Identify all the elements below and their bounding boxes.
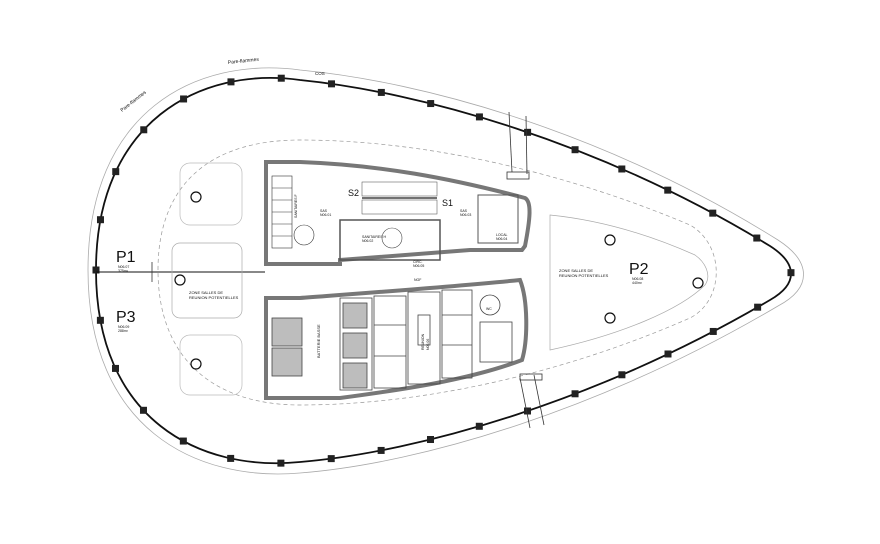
facade-column <box>618 371 626 379</box>
facade-column <box>277 459 285 467</box>
facade-column <box>524 128 532 136</box>
facade-column <box>618 165 626 173</box>
facade-columns <box>92 74 795 467</box>
meeting-zone-right <box>549 214 709 351</box>
outer-facade <box>95 77 792 465</box>
local-shaft <box>477 194 519 244</box>
stair-flights <box>361 181 438 215</box>
meeting-zone-left-l2: REUNION POTENTIELLES <box>189 295 239 300</box>
facade-column <box>427 100 435 108</box>
room-sanitaires-f: SANITAIRES F <box>294 194 298 218</box>
facade-column <box>571 146 579 154</box>
facade-column <box>426 436 434 444</box>
room-batterie: BATTERIE BASSE <box>316 324 321 358</box>
outer-facade-offset <box>87 67 804 475</box>
facade-column <box>92 266 100 274</box>
facade-column <box>475 113 483 121</box>
zone-p2-code: N06.08 <box>632 277 643 281</box>
raised-floor-boundary <box>157 139 717 406</box>
facade-column <box>112 168 120 176</box>
room-local-code: N06.04 <box>496 237 507 241</box>
stair-s2: S2 <box>348 188 359 198</box>
room-reunion: REUNION <box>421 333 425 350</box>
facade-column <box>377 446 385 454</box>
zone-p1-label: P1 <box>116 249 136 266</box>
meeting-zone-left <box>171 242 243 319</box>
facade-column <box>787 269 795 277</box>
facade-label-top: Pare-flammes <box>228 57 260 66</box>
room-circ-code: N06.05 <box>413 264 424 268</box>
zone-left-bottom <box>179 334 243 396</box>
facade-column <box>328 80 336 88</box>
meeting-zone-left-l1: ZONE SALLES DE <box>189 290 223 295</box>
facade-column <box>475 422 483 430</box>
room-reunion-code: N06.06 <box>426 339 430 350</box>
core-upper <box>264 160 532 266</box>
facade-column <box>754 303 762 311</box>
meeting-zone-right-l1: ZONE SALLES DE <box>559 268 593 273</box>
facade-label-left: Pare-flammes <box>120 89 149 113</box>
room-local: LOCAL <box>496 233 508 237</box>
room-circ: CIRC. <box>413 260 423 264</box>
facade-column <box>140 126 148 134</box>
column-markers <box>174 191 704 370</box>
facade-column <box>96 216 104 224</box>
sanitaires-h <box>339 219 441 261</box>
zone-p2-area: 440m² <box>632 281 643 285</box>
facade-column <box>327 455 335 463</box>
facade-column <box>112 364 120 372</box>
room-wc: WC <box>486 307 492 311</box>
zone-left-top <box>179 162 243 226</box>
room-sas-1-code: N06.01 <box>320 213 331 217</box>
cos-label: COS <box>315 71 325 76</box>
facade-column <box>709 209 717 217</box>
zone-p3-area: 288m² <box>118 329 129 333</box>
facade-column <box>139 406 147 414</box>
stair-s1: S1 <box>442 198 453 208</box>
facade-column <box>377 88 385 96</box>
lower-rooms <box>271 289 513 391</box>
ngf-marker: NGF <box>414 278 421 282</box>
facade-column <box>227 78 235 86</box>
room-sanitaires-h: SANITAIRES H <box>362 235 387 239</box>
facade-column <box>96 316 104 324</box>
facade-column <box>571 390 579 398</box>
facade-column <box>753 234 761 242</box>
facade-column <box>179 437 187 445</box>
room-sas-1: SAS <box>320 209 328 213</box>
facade-column <box>523 407 531 415</box>
facade-column <box>664 186 672 194</box>
zone-p2-label: P2 <box>629 261 649 278</box>
meeting-zone-right-l2: REUNION POTENTIELLES <box>559 273 609 278</box>
zone-p1-area: 375m² <box>118 269 129 273</box>
core-lower <box>264 277 529 400</box>
facade-column <box>709 327 717 335</box>
zone-p1-code: N06.07 <box>118 265 129 269</box>
facade-column <box>227 454 235 462</box>
room-sas-2: SAS <box>460 209 468 213</box>
sanitaires-f-stalls <box>271 175 315 249</box>
turning-circle <box>381 227 403 249</box>
zone-p3-code: N06.09 <box>118 325 129 329</box>
facade-column <box>277 74 285 82</box>
bridges <box>151 111 545 429</box>
room-sas-2-code: N06.03 <box>460 213 471 217</box>
room-sanitaires-h-code: N06.02 <box>362 239 373 243</box>
facade-column <box>180 95 188 103</box>
zone-p3-label: P3 <box>116 309 136 326</box>
facade-column <box>664 350 672 358</box>
